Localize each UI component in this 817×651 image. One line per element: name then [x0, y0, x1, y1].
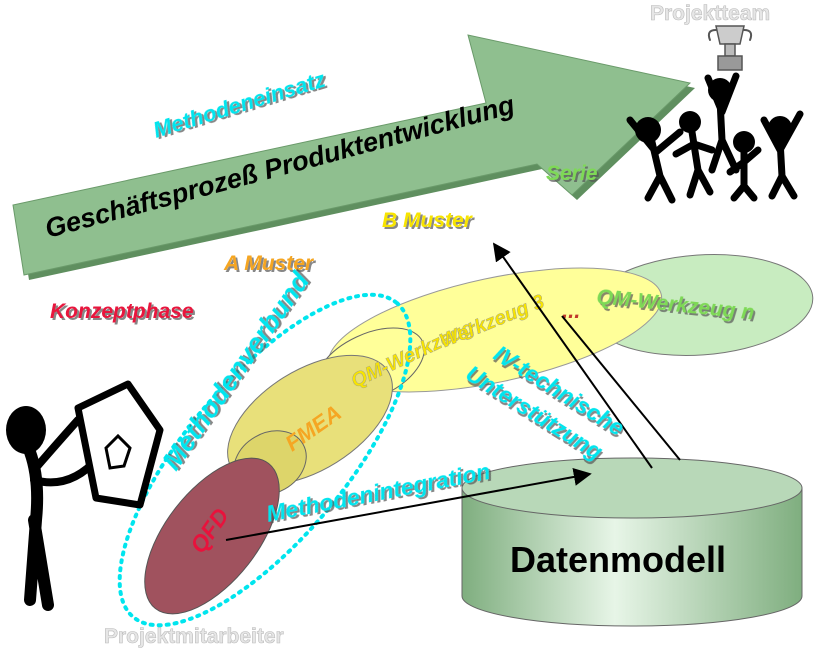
- arrows: [225, 242, 681, 541]
- phase-serie: Serie: [546, 162, 598, 185]
- phase-b-muster: B Muster: [382, 209, 474, 232]
- datenmodell-cylinder: Datenmodell: [461, 457, 803, 627]
- project-team-figures: [626, 25, 804, 204]
- arrow-to-b-muster: [492, 242, 653, 469]
- arrow-methodenintegration: [225, 468, 592, 541]
- project-worker-figure: [6, 380, 164, 611]
- process-arrow-shape: [12, 34, 692, 276]
- arrow-to-serie: [561, 315, 681, 461]
- methodenverbund-dotted-ellipse: [117, 292, 413, 628]
- tool-chain: [117, 254, 814, 628]
- projektteam-label: Projektteam: [650, 2, 770, 25]
- drawing-board: [74, 380, 164, 509]
- ellipsis-label: ...: [562, 298, 580, 323]
- trophy-icon: [707, 25, 753, 71]
- methodeneinsatz-label: Methodeneinsatz: [150, 67, 328, 143]
- qfd-ellipse: [144, 457, 280, 615]
- process-arrow: Geschäftsprozeß Produktentwicklung: [12, 34, 695, 280]
- datenmodell-label: Datenmodell: [510, 539, 726, 580]
- projektmitarbeiter-label: Projektmitarbeiter: [104, 625, 284, 648]
- phase-a-muster: A Muster: [223, 252, 315, 275]
- phase-konzept: Konzeptphase: [50, 300, 194, 323]
